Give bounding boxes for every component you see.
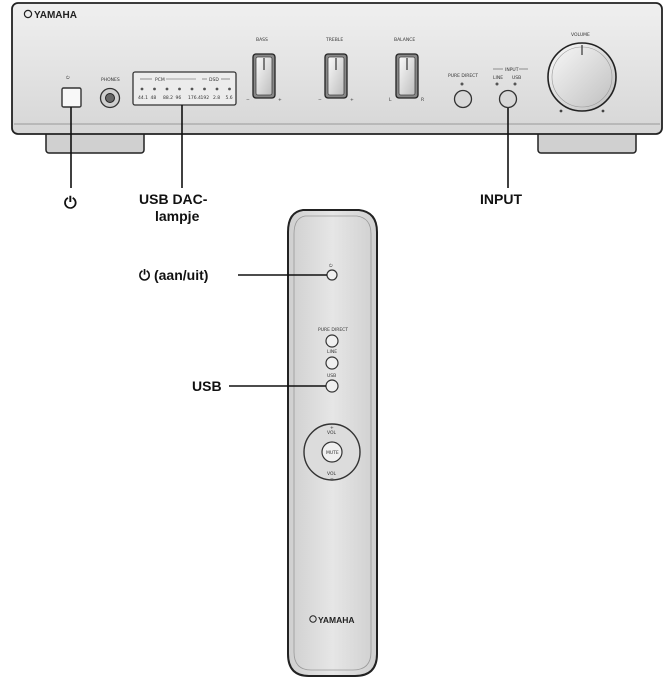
svg-text:PHONES: PHONES bbox=[101, 77, 120, 83]
usb-dac-led bbox=[215, 87, 219, 91]
amp-brand-logo: YAMAHA bbox=[23, 9, 77, 21]
svg-text:BASS: BASS bbox=[256, 37, 268, 43]
usb-dac-rate-label: 2.8 bbox=[213, 95, 220, 101]
usb-dac-led bbox=[165, 87, 169, 91]
usb-dac-rate-label: 44.1 bbox=[138, 95, 148, 101]
svg-text:−: − bbox=[246, 98, 250, 103]
svg-text:BALANCE: BALANCE bbox=[394, 37, 415, 43]
usb-dac-rate-label: 192 bbox=[201, 95, 210, 101]
svg-text:−: − bbox=[330, 477, 334, 482]
svg-text:PURE DIRECT: PURE DIRECT bbox=[318, 327, 348, 333]
amp-balance-knob[interactable]: BALANCE L R bbox=[389, 37, 424, 103]
svg-text:+: + bbox=[330, 425, 334, 431]
usb-dac-led bbox=[153, 87, 156, 91]
remote-usb-button[interactable]: USB bbox=[325, 373, 339, 393]
amp-volume-knob[interactable]: VOLUME bbox=[547, 32, 617, 113]
svg-text:R: R bbox=[421, 97, 424, 103]
remote-callouts: ⏻ (aan/uit) USB bbox=[139, 267, 327, 394]
usb-dac-led bbox=[203, 87, 206, 91]
callout-usb-dac-lamp-line1: USB DAC- bbox=[139, 191, 208, 207]
remote-brand-logo: YAMAHA bbox=[309, 615, 355, 625]
remote-pure-direct-button[interactable]: PURE DIRECT bbox=[318, 327, 348, 348]
usb-dac-led bbox=[140, 87, 144, 91]
usb-dac-rate-label: 88.2 bbox=[163, 95, 173, 101]
svg-text:DSD: DSD bbox=[209, 77, 219, 83]
remote-line-button[interactable]: LINE bbox=[325, 349, 339, 370]
svg-text:+: + bbox=[350, 97, 354, 103]
svg-text:PURE DIRECT: PURE DIRECT bbox=[448, 73, 478, 79]
svg-text:VOLUME: VOLUME bbox=[571, 32, 590, 38]
svg-text:VOL: VOL bbox=[327, 430, 337, 436]
svg-text:+: + bbox=[278, 97, 282, 103]
usb-dac-led bbox=[190, 87, 194, 91]
usb-dac-rate-label: 96 bbox=[176, 95, 182, 101]
amp-callouts: ⏻ USB DAC- lampje INPUT bbox=[64, 105, 522, 224]
remote-mute-button[interactable]: MUTE bbox=[321, 441, 343, 463]
svg-text:LINE: LINE bbox=[493, 75, 503, 81]
amp-phones-jack[interactable]: PHONES bbox=[99, 77, 121, 109]
svg-text:USB: USB bbox=[512, 75, 521, 81]
amp-input-selector[interactable]: INPUT LINE USB bbox=[493, 67, 528, 109]
usb-dac-rate-label: 5.6 bbox=[226, 95, 233, 101]
svg-text:PCM: PCM bbox=[155, 77, 165, 83]
amp-treble-knob[interactable]: TREBLE − + bbox=[318, 37, 354, 103]
svg-text:⏻: ⏻ bbox=[329, 263, 333, 269]
callout-usb-dac-lamp-line2: lampje bbox=[155, 208, 200, 224]
svg-text:USB: USB bbox=[327, 373, 336, 379]
svg-text:VOL: VOL bbox=[327, 471, 337, 477]
callout-usb: USB bbox=[192, 378, 222, 394]
remote-control: ⏻ PURE DIRECT LINE USB + VOL VOL − MUTE bbox=[287, 209, 378, 677]
amp-bass-knob[interactable]: BASS − + bbox=[246, 37, 282, 103]
usb-dac-led bbox=[228, 87, 231, 91]
callout-input: INPUT bbox=[480, 191, 522, 207]
usb-dac-rate-label: 176.4 bbox=[188, 95, 201, 101]
callout-power-remote: ⏻ (aan/uit) bbox=[139, 267, 208, 283]
svg-text:INPUT: INPUT bbox=[505, 67, 519, 73]
callout-power-icon: ⏻ bbox=[64, 195, 77, 212]
usb-dac-rate-label: 48 bbox=[151, 95, 157, 101]
svg-text:TREBLE: TREBLE bbox=[325, 37, 343, 43]
amp-pure-direct-button[interactable]: PURE DIRECT bbox=[448, 73, 478, 109]
svg-text:MUTE: MUTE bbox=[326, 450, 339, 456]
svg-text:L: L bbox=[389, 97, 392, 103]
svg-text:YAMAHA: YAMAHA bbox=[318, 615, 355, 625]
svg-text:LINE: LINE bbox=[327, 349, 337, 355]
svg-text:−: − bbox=[318, 98, 322, 103]
svg-text:⏻: ⏻ bbox=[66, 75, 70, 81]
usb-dac-led bbox=[178, 87, 181, 91]
svg-text:YAMAHA: YAMAHA bbox=[34, 10, 77, 21]
